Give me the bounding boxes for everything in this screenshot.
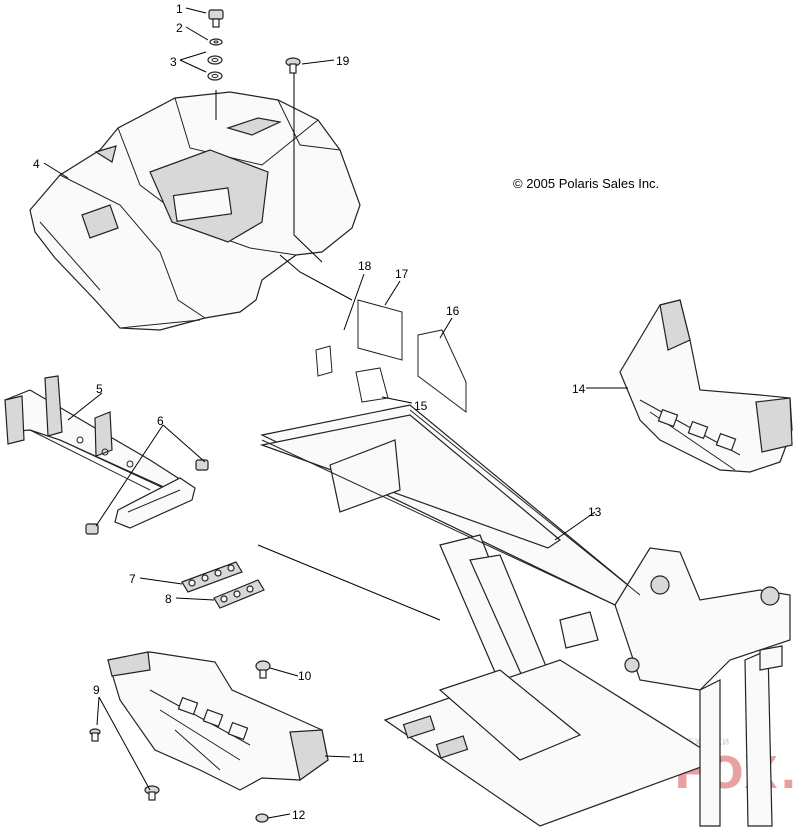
foot-pad-part-7	[181, 561, 243, 593]
callout-15: 15	[414, 399, 428, 413]
grommet-parts-3	[207, 55, 223, 81]
copyright-notice: © 2005 Polaris Sales Inc.	[513, 176, 659, 191]
screw-part-1	[208, 9, 224, 28]
decal-18	[315, 345, 333, 377]
callout-8: 8	[165, 592, 172, 606]
decal-16	[417, 329, 467, 413]
left-footrest-part-5	[4, 375, 179, 493]
cab-decal-line	[279, 254, 353, 301]
callout-17: 17	[395, 267, 409, 281]
fastener-part-12	[255, 813, 269, 823]
leader-lines	[43, 7, 628, 819]
separator-line	[257, 544, 441, 621]
foot-pad-part-8	[213, 579, 265, 609]
callout-2: 2	[176, 21, 183, 35]
decal-17	[357, 299, 403, 361]
callout-14: 14	[572, 382, 586, 396]
callout-18: 18	[358, 259, 372, 273]
fastener-bottom	[144, 785, 160, 801]
rear-cab-part-4	[29, 91, 361, 331]
callout-labels: 1 2 3 4 5 6 7 8 9 10 11 12 13 14 15 16 1…	[33, 2, 602, 822]
push-rivet-part-19	[285, 57, 301, 74]
callout-1: 1	[176, 2, 183, 16]
callout-12: 12	[292, 808, 306, 822]
washer-part-2	[209, 38, 223, 46]
rivet-drop-line	[293, 73, 323, 263]
callout-4: 4	[33, 157, 40, 171]
fastener-part-9	[89, 728, 101, 742]
frame-part-13	[259, 404, 791, 827]
callout-19: 19	[336, 54, 350, 68]
footrest-bracket-part-6	[85, 459, 209, 535]
callout-10: 10	[298, 669, 312, 683]
callout-3: 3	[170, 55, 177, 69]
left-footwell-part-11	[107, 651, 329, 791]
callout-5: 5	[96, 382, 103, 396]
callout-9: 9	[93, 683, 100, 697]
callout-13: 13	[588, 505, 602, 519]
callout-11: 11	[352, 751, 365, 765]
callout-6: 6	[157, 414, 164, 428]
callout-16: 16	[446, 304, 460, 318]
decal-parts-15-18	[315, 299, 467, 413]
right-footwell-part-14	[619, 299, 793, 473]
fastener-part-10	[255, 660, 271, 679]
callout-7: 7	[129, 572, 136, 586]
